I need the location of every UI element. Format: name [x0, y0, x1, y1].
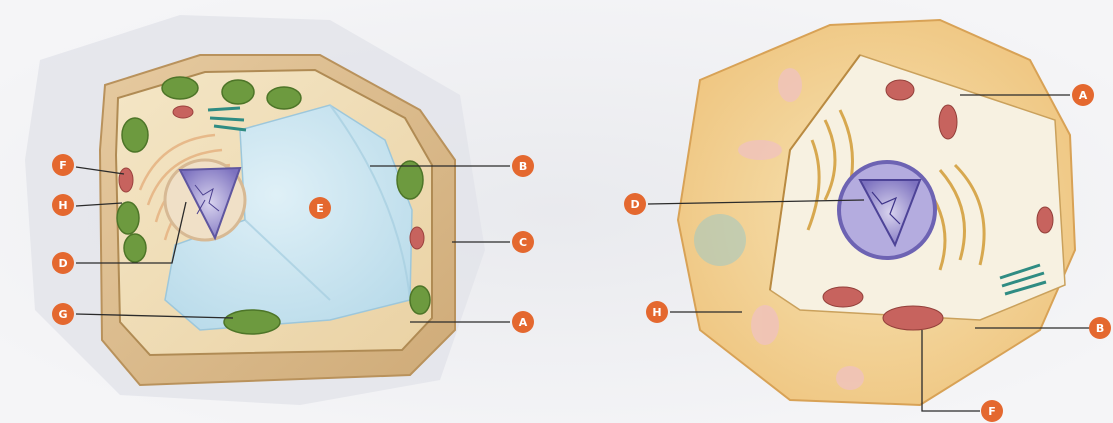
svg-text:B: B	[519, 160, 527, 173]
marker-plant-D: D	[52, 252, 74, 274]
plant-cell-diagram	[25, 15, 485, 405]
marker-plant-H: H	[52, 194, 74, 216]
plant-nucleus	[165, 160, 245, 240]
svg-text:D: D	[58, 257, 67, 270]
marker-plant-A: A	[512, 311, 534, 333]
animal-nucleus	[839, 162, 935, 258]
marker-plant-B: B	[512, 155, 534, 177]
svg-text:D: D	[630, 198, 639, 211]
svg-text:F: F	[59, 159, 67, 172]
marker-animal-B: B	[1089, 317, 1111, 339]
marker-animal-H: H	[646, 301, 668, 323]
svg-text:H: H	[652, 306, 661, 319]
marker-animal-A: A	[1072, 84, 1094, 106]
svg-text:A: A	[519, 316, 528, 329]
marker-plant-G: G	[52, 303, 74, 325]
svg-text:E: E	[316, 202, 324, 215]
marker-plant-C: C	[512, 231, 534, 253]
marker-animal-D: D	[624, 193, 646, 215]
svg-text:F: F	[988, 405, 996, 418]
svg-text:G: G	[58, 308, 67, 321]
svg-text:H: H	[58, 199, 67, 212]
svg-text:A: A	[1079, 89, 1088, 102]
centrosome	[694, 214, 746, 266]
marker-animal-F: F	[981, 400, 1003, 422]
svg-text:B: B	[1096, 322, 1104, 335]
svg-text:C: C	[519, 236, 527, 249]
marker-plant-E: E	[309, 197, 331, 219]
marker-plant-F: F	[52, 154, 74, 176]
